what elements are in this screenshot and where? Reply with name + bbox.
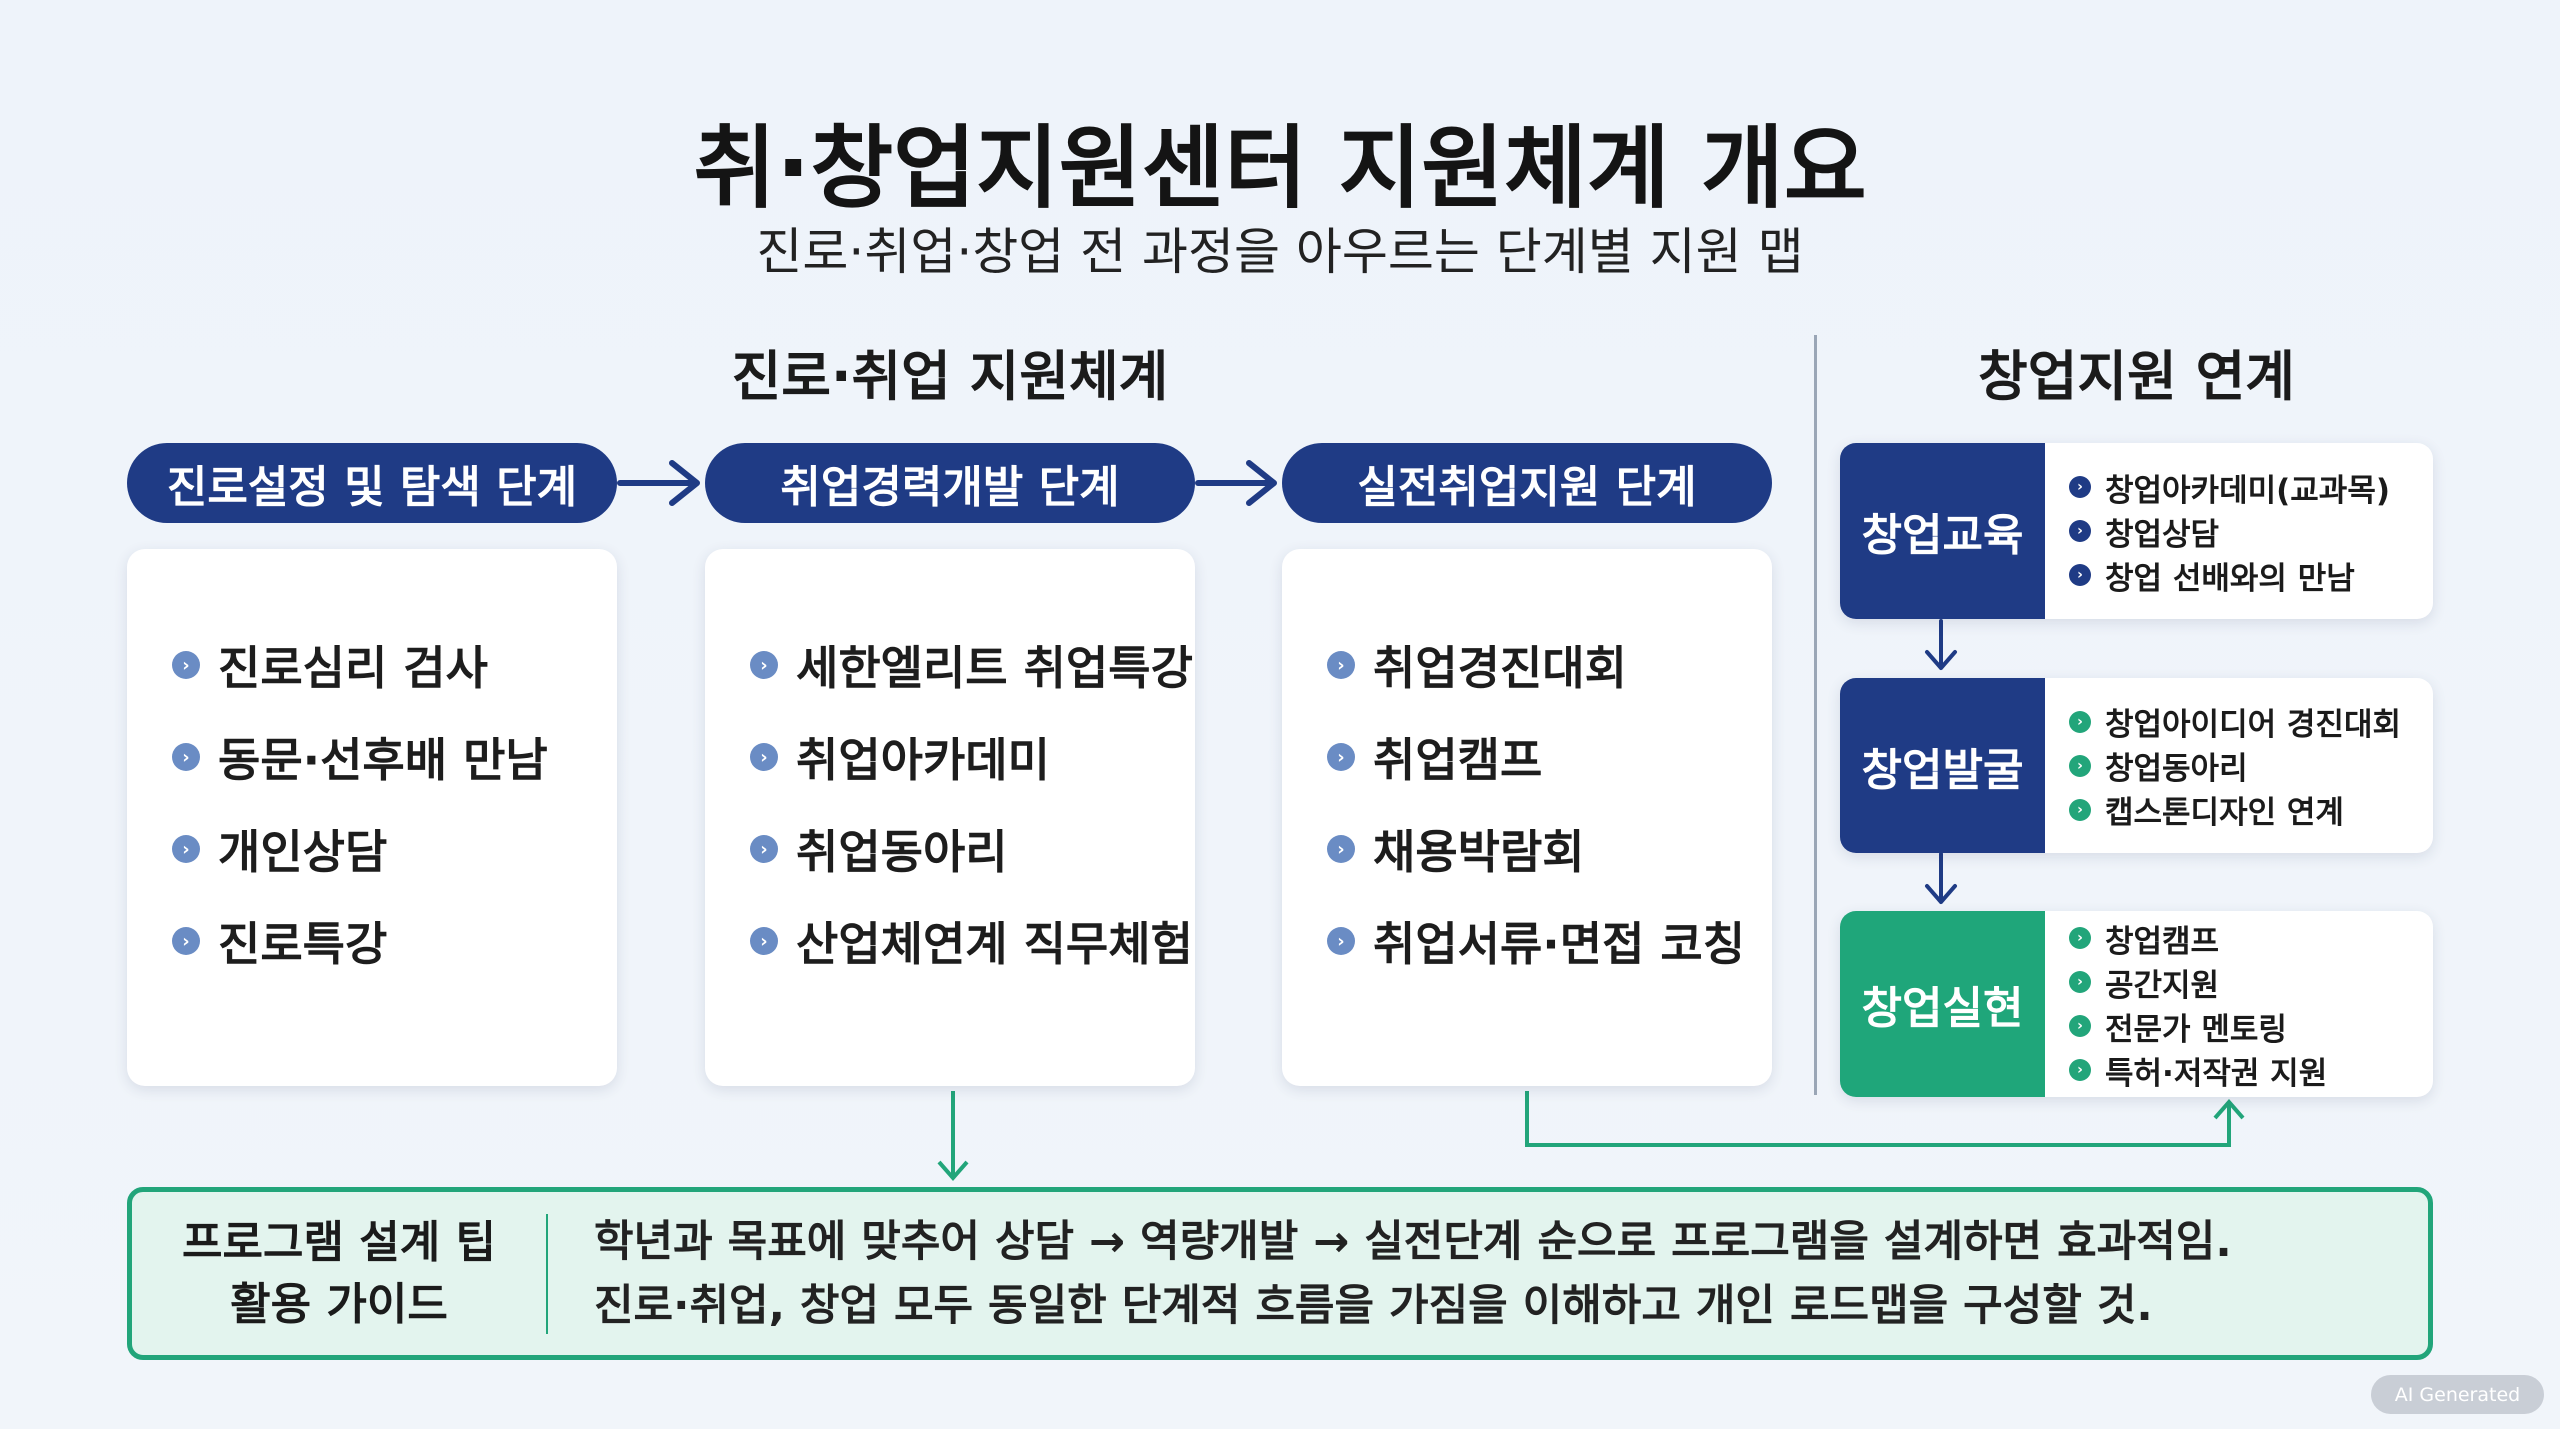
- list-item: › 취업아카데미: [750, 711, 1195, 803]
- item-label: 캡스톤디자인 연계: [2105, 795, 2344, 831]
- item-label: 취업서류·면접 코칭: [1373, 917, 1746, 971]
- stage-label: 창업발굴: [1840, 678, 2045, 853]
- list-item: › 특허·저작권 지원: [2069, 1048, 2327, 1092]
- stage-pill-career-development: 취업경력개발 단계: [705, 443, 1195, 523]
- stage-label: 창업교육: [1840, 443, 2045, 619]
- list-item: › 창업상담: [2069, 509, 2390, 553]
- list-item: › 진로심리 검사: [172, 619, 617, 711]
- item-label: 창업캠프: [2105, 923, 2220, 960]
- list-item: › 취업서류·면접 코칭: [1327, 895, 1772, 987]
- chevron-right-icon: ›: [172, 651, 200, 679]
- stage-label: 창업실현: [1840, 911, 2045, 1097]
- section-divider: [1814, 335, 1817, 1095]
- item-label: 취업아카데미: [796, 733, 1050, 787]
- item-label: 창업아이디어 경진대회: [2105, 707, 2401, 743]
- chevron-right-icon: ›: [2069, 1059, 2091, 1081]
- chevron-right-icon: ›: [2069, 927, 2091, 949]
- item-label: 진로특강: [218, 917, 388, 971]
- arrow-right-icon: [1195, 460, 1277, 506]
- list-item: › 취업캠프: [1327, 711, 1772, 803]
- chevron-right-icon: ›: [1327, 927, 1355, 955]
- stage-card-job-support: › 취업경진대회 › 취업캠프 › 채용박람회 › 취업서류·면접 코칭: [1282, 549, 1772, 1086]
- stage-pill-job-support: 실전취업지원 단계: [1282, 443, 1772, 523]
- tip-text-line2: 진로·취업, 창업 모두 동일한 단계적 흐름을 가짐을 이해하고 개인 로드맵…: [594, 1280, 2153, 1331]
- list-item: › 창업동아리: [2069, 744, 2401, 788]
- tip-divider: [546, 1213, 548, 1334]
- list-item: › 채용박람회: [1327, 803, 1772, 895]
- list-item: › 산업체연계 직무체험: [750, 895, 1195, 987]
- chevron-right-icon: ›: [1327, 835, 1355, 863]
- item-label: 창업아카데미(교과목): [2105, 472, 2391, 509]
- startup-stage-education: 창업교육 › 창업아카데미(교과목) › 창업상담 › 창업 선배와의 만남: [1840, 443, 2433, 619]
- startup-stage-realization: 창업실현 › 창업캠프 › 공간지원 › 전문가 멘토링 › 특허·저작권 지원: [1840, 911, 2433, 1097]
- arrow-down-icon: [1925, 852, 1957, 904]
- item-label: 취업동아리: [796, 825, 1008, 879]
- item-label: 창업 선배와의 만남: [2105, 560, 2355, 597]
- item-label: 세한엘리트 취업특강: [796, 641, 1193, 695]
- chevron-right-icon: ›: [172, 927, 200, 955]
- list-item: › 개인상담: [172, 803, 617, 895]
- chevron-right-icon: ›: [2069, 710, 2091, 733]
- list-item: › 캡스톤디자인 연계: [2069, 788, 2401, 832]
- chevron-right-icon: ›: [2069, 798, 2091, 821]
- page-subtitle: 진로·취업·창업 전 과정을 아우르는 단계별 지원 맵: [756, 223, 1804, 281]
- list-item: › 창업아카데미(교과목): [2069, 465, 2390, 509]
- chevron-right-icon: ›: [172, 835, 200, 863]
- startup-section-heading: 창업지원 연계: [1978, 345, 2295, 408]
- arrow-down-icon: [1925, 619, 1957, 670]
- chevron-right-icon: ›: [2069, 476, 2091, 498]
- tip-text-line1: 학년과 목표에 맞추어 상담 → 역량개발 → 실전단계 순으로 프로그램을 설…: [594, 1216, 2232, 1267]
- tip-label-line2: 활용 가이드: [230, 1278, 448, 1330]
- list-item: › 동문·선후배 만남: [172, 711, 617, 803]
- list-item: › 취업동아리: [750, 803, 1195, 895]
- list-item: › 전문가 멘토링: [2069, 1004, 2327, 1048]
- item-label: 창업상담: [2105, 516, 2220, 553]
- career-section-heading: 진로·취업 지원체계: [731, 345, 1169, 408]
- chevron-right-icon: ›: [750, 651, 778, 679]
- chevron-right-icon: ›: [2069, 1015, 2091, 1037]
- ai-generated-badge: AI Generated: [2371, 1375, 2544, 1414]
- item-label: 진로심리 검사: [218, 641, 488, 695]
- item-label: 동문·선후배 만남: [218, 733, 548, 787]
- design-tip-box: 프로그램 설계 팁 활용 가이드 학년과 목표에 맞추어 상담 → 역량개발 →…: [127, 1187, 2433, 1360]
- item-label: 개인상담: [218, 825, 388, 879]
- tip-text: 학년과 목표에 맞추어 상담 → 역량개발 → 실전단계 순으로 프로그램을 설…: [548, 1210, 2232, 1338]
- tip-label-line1: 프로그램 설계 팁: [182, 1216, 496, 1268]
- page-title: 취·창업지원센터 지원체계 개요: [693, 116, 1867, 221]
- tip-label: 프로그램 설계 팁 활용 가이드: [132, 1212, 546, 1336]
- startup-stage-discovery: 창업발굴 › 창업아이디어 경진대회 › 창업동아리 › 캡스톤디자인 연계: [1840, 678, 2433, 853]
- stage-card-career-development: › 세한엘리트 취업특강 › 취업아카데미 › 취업동아리 › 산업체연계 직무체험: [705, 549, 1195, 1086]
- list-item: › 진로특강: [172, 895, 617, 987]
- chevron-right-icon: ›: [1327, 651, 1355, 679]
- list-item: › 창업아이디어 경진대회: [2069, 700, 2401, 744]
- item-label: 취업경진대회: [1373, 641, 1627, 695]
- chevron-right-icon: ›: [172, 743, 200, 771]
- chevron-right-icon: ›: [1327, 743, 1355, 771]
- item-label: 취업캠프: [1373, 733, 1543, 787]
- item-label: 채용박람회: [1373, 825, 1585, 879]
- connector-to-startup: [1525, 1091, 2245, 1147]
- chevron-right-icon: ›: [750, 835, 778, 863]
- chevron-right-icon: ›: [750, 927, 778, 955]
- stage-pill-career-exploration: 진로설정 및 탐색 단계: [127, 443, 617, 523]
- stage-card-career-exploration: › 진로심리 검사 › 동문·선후배 만남 › 개인상담 › 진로특강: [127, 549, 617, 1086]
- chevron-right-icon: ›: [2069, 520, 2091, 542]
- arrow-down-icon: [937, 1091, 969, 1182]
- list-item: › 공간지원: [2069, 960, 2327, 1004]
- item-label: 창업동아리: [2105, 751, 2248, 787]
- item-label: 특허·저작권 지원: [2105, 1055, 2328, 1092]
- arrow-right-icon: [617, 460, 700, 506]
- item-label: 산업체연계 직무체험: [796, 917, 1193, 971]
- chevron-right-icon: ›: [750, 743, 778, 771]
- chevron-right-icon: ›: [2069, 754, 2091, 777]
- list-item: › 취업경진대회: [1327, 619, 1772, 711]
- list-item: › 세한엘리트 취업특강: [750, 619, 1195, 711]
- list-item: › 창업캠프: [2069, 916, 2327, 960]
- item-label: 공간지원: [2105, 967, 2220, 1004]
- list-item: › 창업 선배와의 만남: [2069, 553, 2390, 597]
- item-label: 전문가 멘토링: [2105, 1011, 2287, 1048]
- chevron-right-icon: ›: [2069, 564, 2091, 586]
- chevron-right-icon: ›: [2069, 971, 2091, 993]
